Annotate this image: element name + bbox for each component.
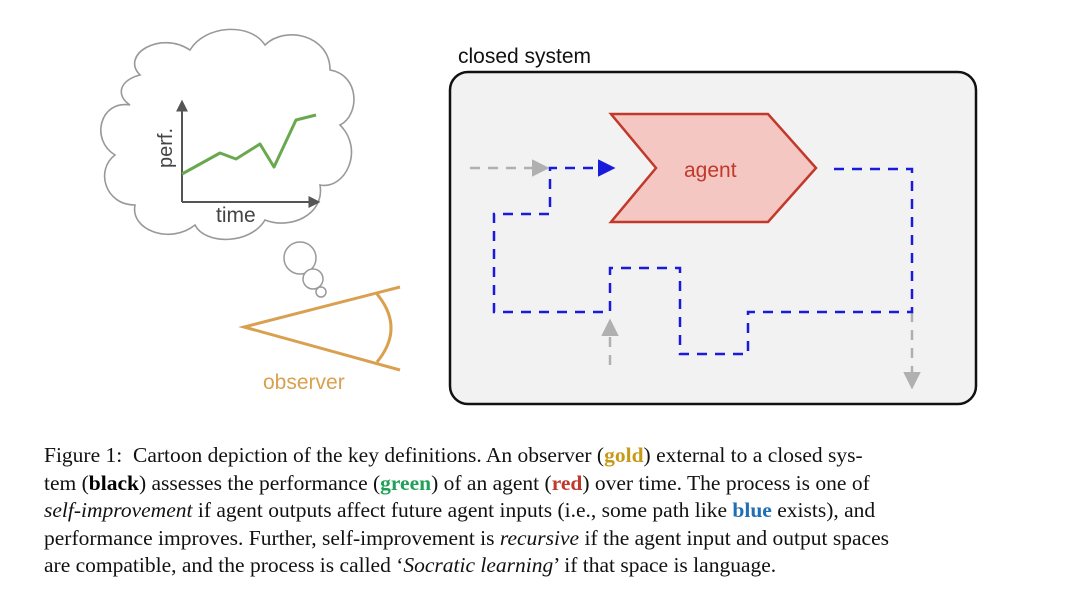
caption-line-1: Figure 1: Cartoon depiction of the key d…: [44, 442, 1040, 470]
caption-gold: gold: [604, 443, 644, 467]
caption-red: red: [551, 470, 583, 495]
observer-eye: observer: [238, 285, 401, 394]
caption-text: performance improves. Further, self-impr…: [44, 525, 500, 550]
closed-system: closed system agent: [448, 45, 978, 406]
agent-label: agent: [684, 159, 737, 182]
caption-prefix: Figure 1:: [44, 443, 123, 467]
caption-text: ) over time. The process is one of: [582, 470, 870, 495]
caption-text: if the agent input and output spaces: [579, 525, 889, 550]
caption-text: ) assesses the performance (: [138, 470, 381, 495]
figure-caption: Figure 1: Cartoon depiction of the key d…: [44, 442, 1040, 580]
caption-text: ) of an agent (: [431, 470, 552, 495]
agent-shape: [608, 112, 818, 224]
diagram-figure: perf. time observer closed system agent: [100, 28, 978, 406]
caption-blue: blue: [732, 498, 772, 522]
caption-text: exists), and: [771, 498, 876, 522]
caption-text: if agent outputs affect future agent inp…: [192, 498, 733, 522]
feedback-path: [492, 159, 914, 356]
thought-cloud: perf. time: [100, 28, 355, 298]
caption-line-4: performance improves. Further, self-impr…: [44, 525, 1040, 553]
caption-text: Cartoon depiction of the key definitions…: [132, 443, 605, 467]
caption-text: are compatible, and the process is calle…: [44, 553, 404, 577]
caption-text: ) external to a closed sys-: [643, 443, 863, 467]
caption-text: ’ if that space is language.: [553, 553, 777, 577]
thought-xlabel: time: [216, 204, 256, 227]
caption-self-improvement: self-improvement: [44, 498, 193, 522]
caption-socratic: Socratic learning: [403, 553, 554, 577]
caption-line-2: tem (black) assesses the performance (gr…: [44, 470, 1040, 498]
caption-text: tem (: [44, 470, 89, 495]
thought-ylabel: perf.: [155, 128, 177, 168]
caption-green: green: [380, 470, 432, 495]
caption-line-5: are compatible, and the process is calle…: [44, 552, 1040, 580]
caption-recursive: recursive: [499, 525, 580, 550]
observer-label: observer: [263, 371, 345, 394]
performance-line: [181, 113, 317, 176]
caption-line-3: self-improvement if agent outputs affect…: [44, 497, 1040, 525]
caption-black: black: [88, 470, 139, 495]
system-label: closed system: [458, 45, 591, 68]
